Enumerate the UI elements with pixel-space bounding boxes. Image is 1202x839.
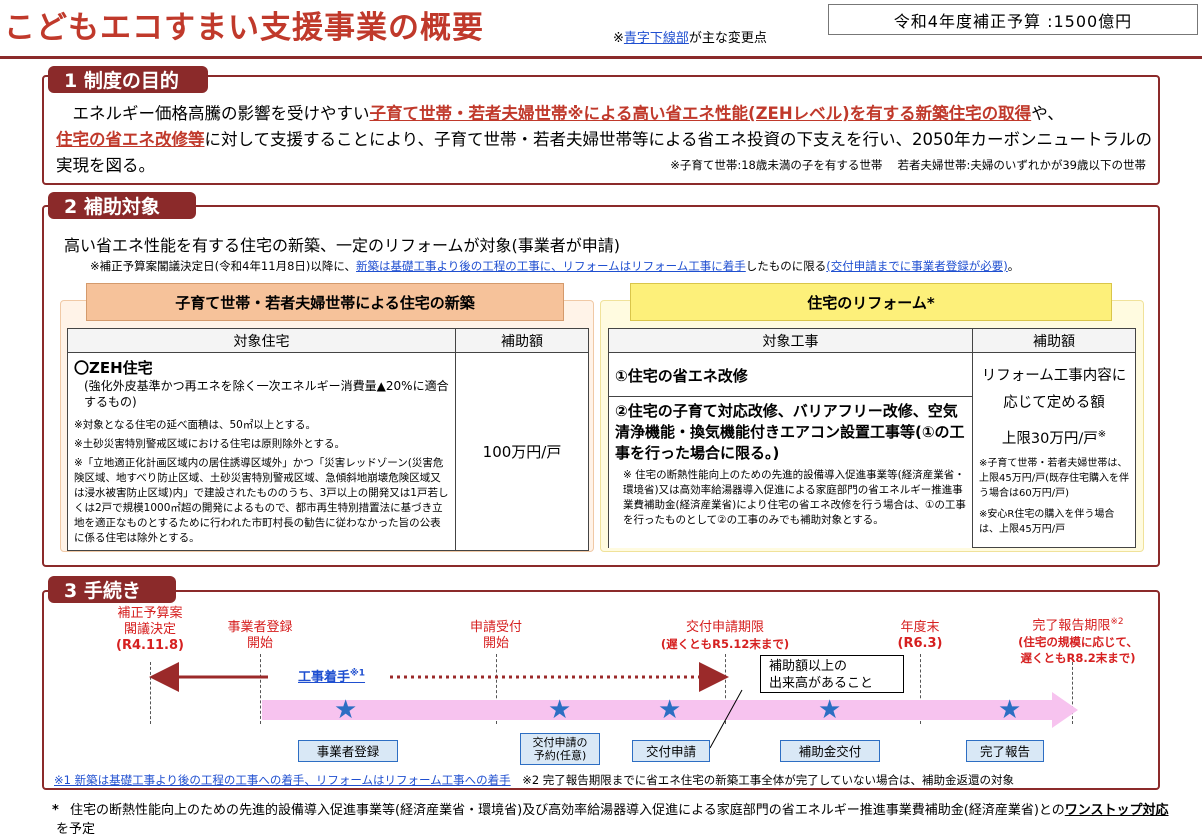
- section-target: [42, 205, 1160, 567]
- reform-work-2-note: ※ 住宅の断熱性能向上のための先進的設備導入促進事業等(経済産業省・環境省)又は…: [623, 469, 966, 526]
- page-title: こどもエコすまい支援事業の概要: [4, 10, 484, 46]
- change-note: ※青字下線部が主な変更点: [613, 31, 767, 46]
- star-icon: ★: [998, 695, 1022, 725]
- section-purpose: [42, 75, 1160, 185]
- star-icon: ★: [548, 695, 572, 725]
- reform-header: 住宅のリフォーム*: [630, 283, 1112, 321]
- new-build-header: 子育て世帯・若者夫婦世帯による住宅の新築: [86, 283, 564, 321]
- tick-line: [260, 654, 261, 724]
- star-icon: ★: [658, 695, 682, 725]
- section-procedure-tab: 3 手続き: [48, 576, 176, 603]
- step-completion-report: 完了報告: [966, 740, 1044, 762]
- col-target-housing: 対象住宅: [67, 328, 456, 353]
- zeh-desc: (強化外皮基準かつ再エネを除く一次エネルギー消費量▲20%に適合するもの): [84, 379, 449, 409]
- star-icon: ★: [818, 695, 842, 725]
- procedure-footnotes: ※1 新築は基礎工事より後の工程の工事への着手、リフォームはリフォーム工事への着…: [54, 773, 1014, 787]
- new-note-2: ※土砂災害特別警戒区域における住宅は原則除外とする。: [74, 438, 345, 450]
- reform-work-2: ②住宅の子育て対応改修、バリアフリー改修、空気清浄機能・換気機能付きエアコン設置…: [615, 402, 965, 462]
- star-icon: ★: [334, 695, 358, 725]
- purpose-text: エネルギー価格高騰の影響を受けやすい子育て世帯・若者夫婦世帯※による高い省エネ性…: [56, 104, 1153, 175]
- reform-amount-note-1: ※子育て世帯・若者夫婦世帯は、上限45万円/戸(既存住宅購入を伴う場合は60万円…: [979, 458, 1129, 499]
- construction-start-label: 工事着手※1: [298, 668, 366, 685]
- callout-progress: 補助額以上の出来高があること: [760, 655, 904, 693]
- tick-line: [150, 662, 151, 724]
- reform-table: 対象工事 補助額 ①住宅の省エネ改修 ②住宅の子育て対応改修、バリアフリー改修、…: [608, 328, 1136, 548]
- step-registration: 事業者登録: [298, 740, 398, 762]
- event-completion-deadline: 完了報告期限※2 (住宅の規模に応じて、 遅くともR8.2末まで): [1018, 617, 1138, 666]
- section-procedure: [42, 590, 1160, 790]
- tick-line: [496, 654, 497, 724]
- header-divider: [0, 56, 1202, 59]
- new-note-3: ※「立地適正化計画区域内の居住誘導区域外」かつ「災害レッドゾーン(災害危険区域、…: [74, 457, 449, 544]
- reform-amount-note-2: ※安心R住宅の購入を伴う場合は、上限45万円/戸: [979, 509, 1115, 535]
- new-amount: 100万円/戸: [455, 352, 589, 551]
- budget-box: 令和4年度補正予算 :1500億円: [828, 4, 1198, 35]
- event-fiscal-year-end: 年度末(R6.3): [897, 620, 943, 651]
- new-note-1: ※対象となる住宅の延べ面積は、50㎡以上とする。: [74, 419, 317, 431]
- zeh-label: 〇ZEH住宅: [74, 359, 153, 377]
- target-intro: 高い省エネ性能を有する住宅の新築、一定のリフォームが対象(事業者が申請): [64, 236, 621, 255]
- new-build-table: 対象住宅 補助額 〇ZEH住宅 (強化外皮基準かつ再エネを除く一次エネルギー消費…: [67, 328, 589, 551]
- section-purpose-tab: 1 制度の目的: [48, 66, 208, 93]
- tick-line: [920, 654, 921, 724]
- reform-amount-1: リフォーム工事内容に応じて定める額: [981, 368, 1127, 411]
- purpose-footnote: ※子育て世帯:18歳未満の子を有する世帯 若者夫婦世帯:夫婦のいずれかが39歳以…: [670, 158, 1146, 172]
- target-note: ※補正予算案閣議決定日(令和4年11月8日)以降に、新築は基礎工事より後の工程の…: [90, 259, 1020, 273]
- section-target-tab: 2 補助対象: [48, 192, 196, 219]
- step-reservation: 交付申請の予約(任意): [520, 733, 600, 765]
- event-application-start: 申請受付開始: [469, 620, 522, 651]
- event-cabinet-decision: 補正予算案閣議決定(R4.11.8): [116, 606, 184, 653]
- reform-amount-2: 上限30万円/戸※: [1001, 429, 1107, 447]
- event-application-deadline: 交付申請期限(遅くともR5.12末まで): [660, 620, 790, 651]
- col-reform-subsidy: 補助額: [972, 328, 1136, 353]
- step-application: 交付申請: [632, 740, 710, 762]
- event-registration-start: 事業者登録開始: [227, 620, 293, 651]
- reform-work-1: ①住宅の省エネ改修: [615, 367, 748, 385]
- col-subsidy: 補助額: [455, 328, 589, 353]
- tick-line: [1072, 662, 1073, 724]
- bottom-note: *住宅の断熱性能向上のための先進的設備導入促進事業等(経済産業省・環境省)及び高…: [52, 803, 1169, 837]
- step-subsidy-payment: 補助金交付: [780, 740, 880, 762]
